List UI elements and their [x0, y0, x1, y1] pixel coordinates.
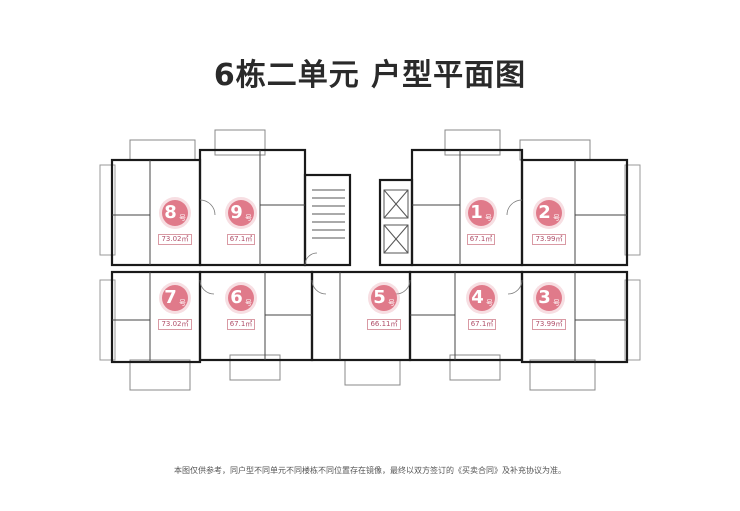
disclaimer-footnote: 本图仅供参考，同户型不同单元不同楼栋不同位置存在镜像，最终以双方签订的《买卖合同… [174, 466, 566, 475]
unit-area: 73.02㎡ [158, 234, 192, 245]
unit-area: 67.1㎡ [226, 319, 256, 330]
unit-area: 67.1㎡ [226, 234, 256, 245]
unit-area: 73.02㎡ [158, 319, 192, 330]
unit-area: 67.1㎡ [467, 319, 497, 330]
unit-area: 73.99㎡ [532, 234, 566, 245]
unit-area: 67.1㎡ [466, 234, 496, 245]
unit-area: 66.11㎡ [367, 319, 401, 330]
page-title: 6栋二单元 户型平面图 [213, 58, 527, 93]
unit-area: 73.99㎡ [532, 319, 566, 330]
